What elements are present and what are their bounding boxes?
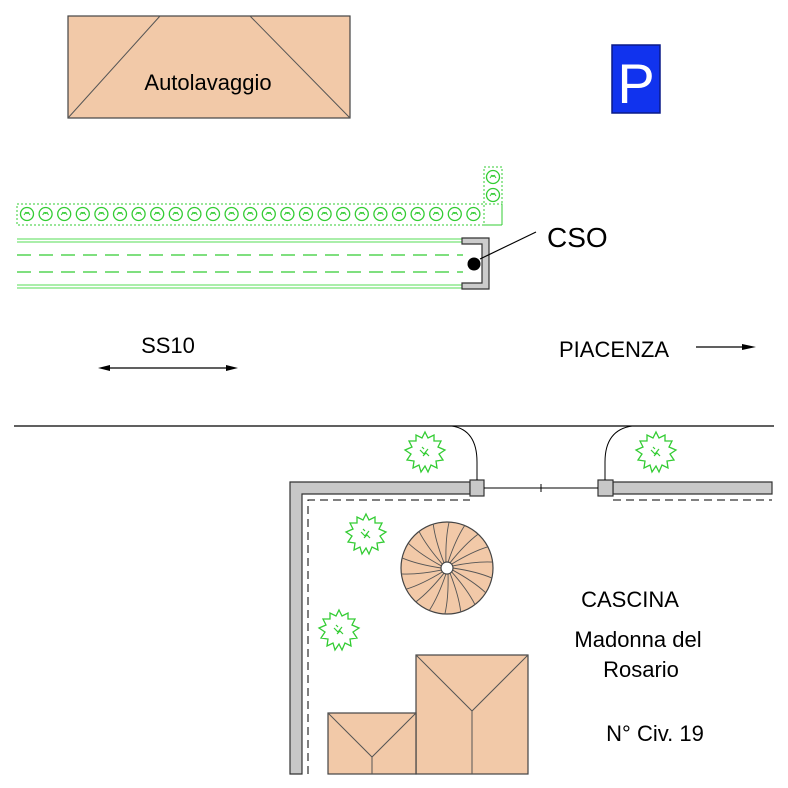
hedge-bush-icon — [317, 206, 332, 222]
hedge-bush-icon — [261, 206, 276, 222]
farm-name-line1: CASCINA — [581, 587, 679, 612]
gate-post-right — [597, 479, 614, 497]
tree-icon — [404, 431, 446, 473]
hedge-bush-icon — [38, 206, 53, 222]
hedge-bush-icon — [391, 206, 407, 222]
stair-tread — [449, 533, 479, 564]
parking-sign-icon: P — [611, 44, 661, 115]
stair-tread — [451, 571, 476, 605]
car-wash-label: Autolavaggio — [144, 70, 271, 95]
channel-edge-grass-top — [17, 238, 463, 243]
hedge-bush-icon — [466, 206, 481, 222]
cso-label: CSO — [547, 222, 608, 253]
hedge-bush-icon — [354, 206, 369, 222]
direction-label-group: PIACENZA — [559, 337, 756, 362]
hedge-bush-icon — [243, 206, 258, 222]
gate-post-left — [469, 479, 485, 497]
farm-name-line3: Rosario — [603, 657, 679, 682]
tree-icon — [345, 513, 387, 555]
parking-sign-letter: P — [617, 52, 654, 115]
hedge-bush-icon — [280, 206, 295, 222]
hedge-bush-icon — [150, 206, 165, 222]
hedge-bush-icon — [168, 206, 183, 222]
stair-tread — [452, 567, 493, 579]
stair-tread — [444, 573, 449, 615]
stair-tread — [449, 573, 462, 612]
stair-tread — [452, 569, 487, 594]
stair-tread — [452, 561, 493, 567]
hedge-bush-icon — [205, 206, 221, 222]
civic-number-label: N° Civ. 19 — [606, 721, 704, 746]
spiral-staircase-icon — [400, 521, 494, 615]
stair-tread — [415, 572, 445, 603]
farmhouse-roofs — [327, 654, 529, 775]
hedge-row — [16, 166, 503, 226]
gate-swing-left — [451, 425, 478, 480]
stair-tread — [406, 571, 443, 590]
hedge-bush-icon — [94, 206, 109, 222]
hedge-bush-icon — [131, 206, 146, 222]
car-wash-roof — [67, 15, 351, 119]
property-wall — [289, 425, 773, 775]
hedge-bush-icon — [187, 206, 202, 222]
hedge-bush-icon — [112, 206, 128, 222]
hedge-bush-icon — [298, 206, 314, 222]
car-wash-building: Autolavaggio — [67, 15, 351, 119]
stair-tread — [447, 525, 466, 563]
direction-label: PIACENZA — [559, 337, 669, 362]
stair-tread — [445, 521, 450, 563]
road-label-group: SS10 — [98, 333, 238, 371]
hedge-bush-icon — [336, 206, 351, 222]
gate-swing-right — [604, 425, 633, 480]
hedge-bush-icon — [373, 206, 388, 222]
farm-name-line2: Madonna del — [574, 627, 701, 652]
hedge-bush-icon — [429, 206, 444, 222]
stair-tread — [401, 557, 442, 569]
hedge-bush-icon — [19, 206, 35, 222]
hedge-bush-icon — [224, 206, 239, 222]
stair-tread — [432, 524, 445, 563]
hedge-bush-icon — [485, 169, 501, 185]
cso-leader-line — [479, 231, 537, 260]
hedge-bush-icon — [485, 187, 501, 203]
cso-point — [467, 257, 481, 271]
hedge-bush-icon — [57, 206, 72, 222]
stair-tread — [451, 546, 488, 565]
stair-tread — [418, 531, 443, 565]
hedge-bush-icon — [75, 206, 90, 222]
tree-icon — [635, 431, 677, 473]
stair-tread — [401, 569, 442, 575]
tree-icon — [318, 609, 360, 651]
stair-tread — [407, 542, 442, 567]
stair-tread — [428, 573, 447, 611]
drainage-channel: CSO — [17, 222, 608, 290]
road-label: SS10 — [141, 333, 195, 358]
hedge-bush-icon — [410, 206, 425, 222]
channel-edge-grass-bottom — [17, 284, 463, 289]
hedge-bush-icon — [447, 206, 462, 222]
